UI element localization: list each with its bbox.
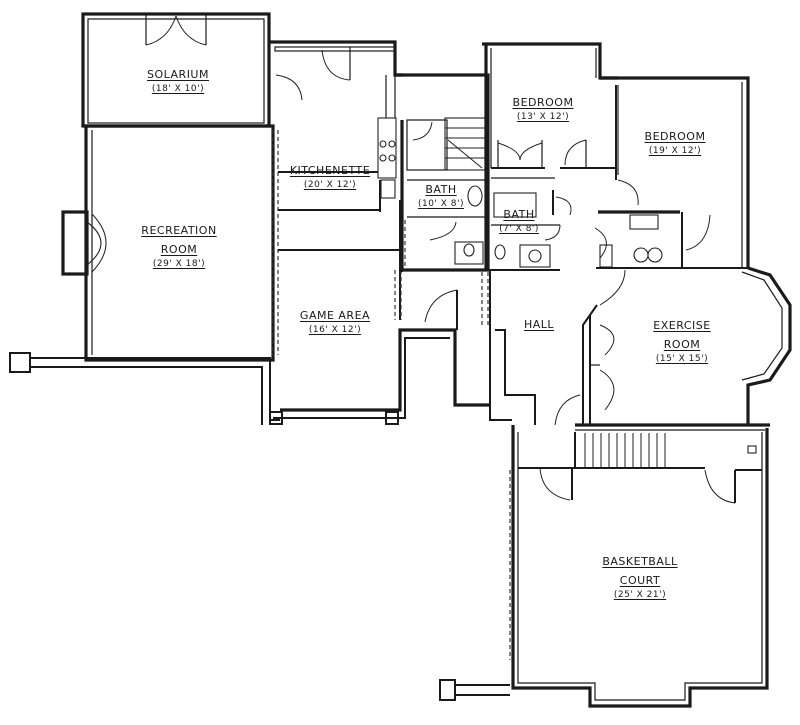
bath-2-walls — [486, 190, 572, 271]
room-label-bath-2: BATH (7' X 8') — [488, 203, 550, 234]
recreation-name-line2: ROOM — [160, 243, 198, 256]
kitchenette-dims: (20' X 12') — [303, 180, 357, 190]
game-area-name: GAME AREA — [299, 309, 371, 322]
room-label-basketball-court: BASKETBALL COURT (25' X 21') — [580, 550, 700, 600]
solarium-dims: (18' X 10') — [151, 84, 205, 94]
recreation-dims: (29' X 18') — [152, 259, 206, 269]
bedroom-2-name: BEDROOM — [644, 130, 706, 143]
bath-1-name: BATH — [425, 183, 457, 196]
basketball-court-walls — [439, 425, 769, 708]
room-label-hall: HALL — [514, 313, 564, 332]
room-label-solarium: SOLARIUM (18' X 10') — [140, 63, 216, 94]
bedroom-1-dims: (13' X 12') — [516, 112, 570, 122]
bath-stair-block — [395, 73, 490, 272]
game-area-walls — [269, 270, 490, 425]
kitchenette-name: KITCHENETTE — [289, 164, 371, 177]
room-label-bedroom-2: BEDROOM (19' X 12') — [625, 125, 725, 156]
exercise-name-line2: ROOM — [663, 338, 701, 351]
room-label-bedroom-1: BEDROOM (13' X 12') — [498, 91, 588, 122]
recreation-room-walls — [9, 124, 280, 425]
exercise-room-walls — [481, 266, 792, 431]
basketball-dims: (25' X 21') — [613, 590, 667, 600]
basketball-name-line2: COURT — [619, 574, 661, 587]
room-label-kitchenette: KITCHENETTE (20' X 12') — [272, 159, 388, 190]
hall-name: HALL — [523, 318, 555, 331]
room-label-bath-1: BATH (10' X 8') — [412, 178, 470, 209]
bedroom-1-name: BEDROOM — [512, 96, 574, 109]
game-area-dims: (16' X 12') — [308, 325, 362, 335]
exercise-dims: (15' X 15') — [655, 354, 709, 364]
bath-2-name: BATH — [503, 208, 535, 221]
bath-2-dims: (7' X 8') — [499, 224, 539, 234]
bedroom-1-walls — [482, 42, 618, 270]
basketball-name-line1: BASKETBALL — [602, 555, 678, 568]
room-label-recreation-room: RECREATION ROOM (29' X 18') — [118, 219, 240, 269]
room-label-exercise-room: EXERCISE ROOM (15' X 15') — [632, 314, 732, 364]
solarium-name: SOLARIUM — [147, 68, 209, 81]
recreation-name-line1: RECREATION — [141, 224, 217, 237]
bedroom-2-dims: (19' X 12') — [648, 146, 702, 156]
room-label-game-area: GAME AREA (16' X 12') — [280, 304, 390, 335]
exercise-name-line1: EXERCISE — [653, 319, 711, 332]
bedroom-2-walls — [594, 76, 750, 269]
bath-1-dims: (10' X 8') — [417, 199, 465, 209]
